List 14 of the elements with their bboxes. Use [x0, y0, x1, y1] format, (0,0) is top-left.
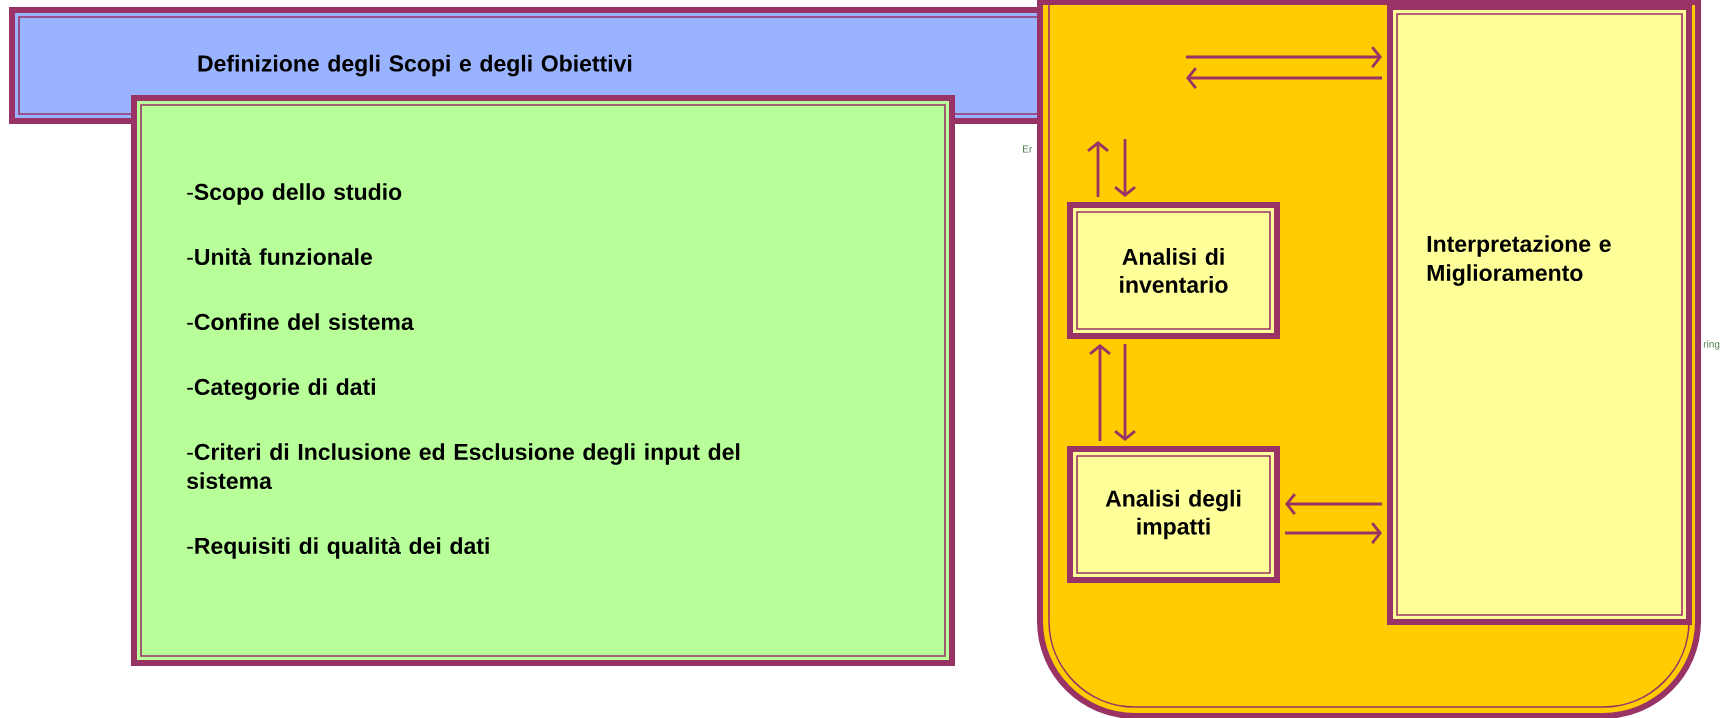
arrow [1285, 493, 1382, 515]
note-text: ring [1703, 340, 1720, 350]
arrow [1285, 522, 1382, 544]
note-text: Er [1023, 145, 1033, 153]
process-box: Analisi degli impatti [1067, 446, 1280, 583]
arrow [1089, 344, 1111, 441]
arrow [1186, 46, 1382, 68]
arrow [1087, 141, 1109, 197]
process-box: Interpretazione e Miglioramento [1387, 4, 1692, 625]
arrow [1186, 67, 1382, 89]
process-box: Analisi di inventario [1067, 202, 1280, 339]
arrow [1114, 344, 1136, 441]
arrow [1114, 139, 1136, 197]
content-box: -Scopo dello studio -Unità funzionale -Confine del sistema -Categorie di dati -Criteri di Inclusione ed Esclusione degli input del sistema -Requisiti di qualità dei dati [131, 95, 955, 666]
